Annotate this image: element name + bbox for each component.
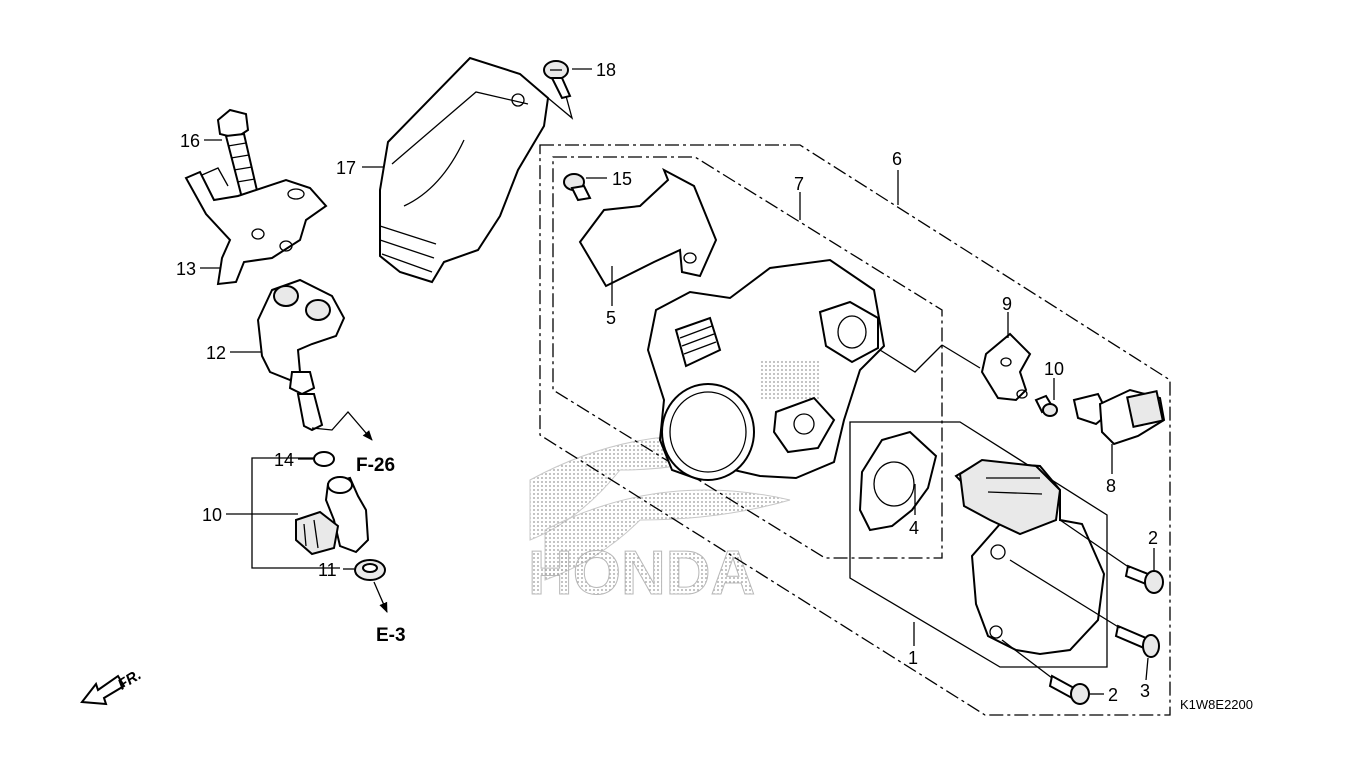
- bolt-17[interactable]: [216, 108, 260, 200]
- ref-engine[interactable]: E-3: [376, 625, 406, 646]
- cover-18[interactable]: [379, 56, 550, 284]
- plate-9[interactable]: [980, 332, 1032, 402]
- honda-watermark: HONDA: [528, 434, 791, 609]
- screw-3-axis: [1009, 559, 1121, 629]
- callout-15: 14: [274, 450, 294, 470]
- screw-2-upper-axis: [1059, 519, 1131, 569]
- callout-2-upper: 2: [1148, 528, 1158, 548]
- callout-11: 10: [202, 505, 222, 525]
- callout-2-lower: 2: [1108, 685, 1118, 705]
- assembly-box-1: [849, 421, 1108, 668]
- callout-numbers: 16 13 12 10 14 11 17 18 15 5 6 7 9 10 8 …: [176, 60, 1158, 705]
- callout-18: 17: [336, 158, 356, 178]
- fuel-line-lead: [311, 411, 373, 441]
- throttle-stay-5[interactable]: [578, 167, 718, 288]
- fuel-joint-13[interactable]: [256, 278, 346, 432]
- injector-11[interactable]: [295, 476, 370, 556]
- callout-5: 5: [606, 308, 616, 328]
- callout-7: 7: [794, 174, 804, 194]
- screw-2-upper[interactable]: [1124, 564, 1164, 594]
- callout-16: 15: [612, 169, 632, 189]
- screw-19-lead: [547, 95, 574, 120]
- callout-17: 16: [180, 131, 200, 151]
- front-arrow-icon: [80, 674, 126, 706]
- callout-13: 12: [206, 343, 226, 363]
- gasket-4[interactable]: [858, 430, 938, 532]
- callout-8: 8: [1106, 476, 1116, 496]
- callout-19: 18: [596, 60, 616, 80]
- front-direction-indicator: FR.: [80, 666, 144, 706]
- box-7-link-b: [941, 344, 981, 369]
- injector-bracket: [251, 457, 340, 569]
- assembly-box-6: [539, 144, 1171, 716]
- screw-2-lower-axis: [1001, 639, 1053, 679]
- nut-12[interactable]: [354, 559, 386, 581]
- screw-3[interactable]: [1114, 624, 1160, 658]
- engine-ref-arrow: [373, 581, 388, 613]
- leader-lines: [200, 68, 1155, 695]
- sensor-unit-1[interactable]: [954, 458, 1106, 656]
- callout-1: 1: [908, 648, 918, 668]
- bolt-16[interactable]: [563, 173, 592, 202]
- callout-9: 9: [1002, 294, 1012, 314]
- callout-4: 4: [909, 518, 919, 538]
- screw-10[interactable]: [1034, 394, 1058, 417]
- callout-14: 13: [176, 259, 196, 279]
- watermark-text: HONDA: [528, 539, 755, 608]
- assembly-box-7: [552, 156, 943, 559]
- screw-19[interactable]: [543, 60, 572, 100]
- diagram-code: K1W8E2200: [1180, 697, 1253, 712]
- o-ring-15[interactable]: [313, 451, 335, 467]
- sensor-8[interactable]: [1072, 388, 1166, 446]
- screw-2-lower[interactable]: [1048, 674, 1090, 705]
- callout-6: 6: [892, 149, 902, 169]
- bracket-14[interactable]: [184, 167, 328, 286]
- callout-12: 11: [318, 560, 337, 580]
- box-7-link: [879, 344, 943, 373]
- callout-3: 3: [1140, 681, 1150, 701]
- ref-fuel-line[interactable]: F-26: [356, 455, 395, 476]
- throttle-body-7[interactable]: [646, 258, 886, 482]
- callout-10: 10: [1044, 359, 1064, 379]
